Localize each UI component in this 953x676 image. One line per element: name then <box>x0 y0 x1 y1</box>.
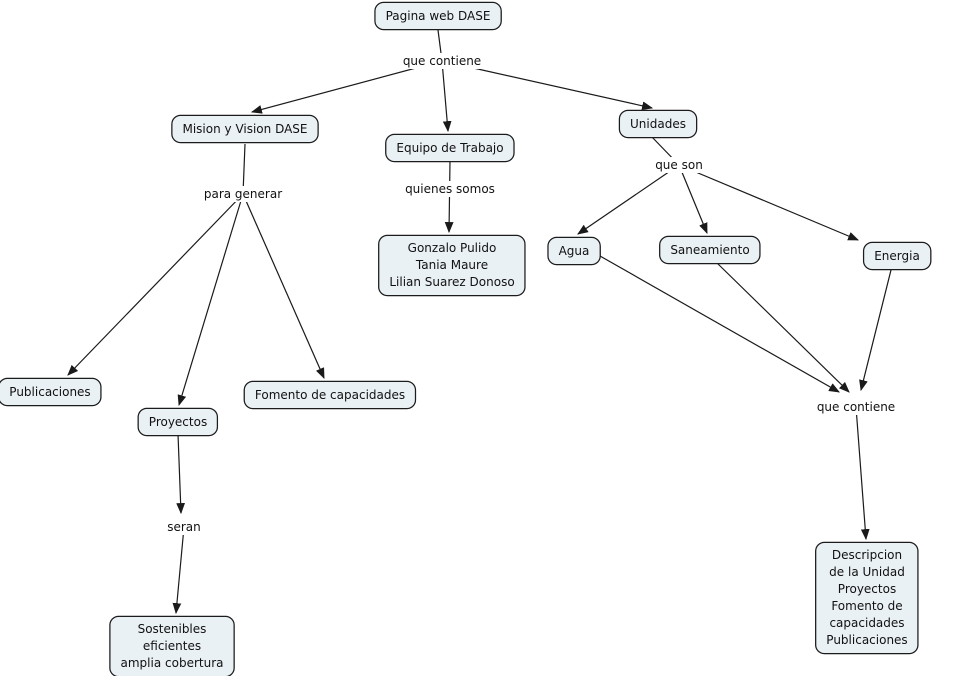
node-mision-y-vision-dase[interactable]: Mision y Vision DASE <box>171 115 319 143</box>
edge-mision-to-parageneral <box>242 143 246 195</box>
link-label-que-contiene-top[interactable]: que contiene <box>399 53 485 69</box>
node-publicaciones[interactable]: Publicaciones <box>0 378 102 406</box>
node-equipo-de-trabajo[interactable]: Equipo de Trabajo <box>385 134 515 162</box>
edge-queson-to-agua <box>577 164 680 235</box>
node-contenido-unidad[interactable]: Descripcion de la Unidad Proyectos Fomen… <box>815 542 919 654</box>
node-cualidades-proyectos[interactable]: Sostenibles eficientes amplia cobertura <box>109 616 235 676</box>
edge-quecontiene-to-equipo <box>441 60 452 133</box>
node-saneamiento[interactable]: Saneamiento <box>659 236 761 264</box>
link-label-seran[interactable]: seran <box>164 519 204 535</box>
link-label-para-generar[interactable]: para generar <box>200 186 286 202</box>
edge-proyectos-to-seran <box>176 433 186 515</box>
node-proyectos[interactable]: Proyectos <box>137 408 219 436</box>
node-equipo-miembros[interactable]: Gonzalo Pulido Tania Maure Lilian Suarez… <box>378 235 526 296</box>
edge-queson-to-saneamiento <box>678 164 708 235</box>
edge-saneamiento-to-quecontiene2 <box>715 261 850 393</box>
link-label-quienes-somos[interactable]: quienes somos <box>402 181 498 197</box>
edge-parageneral-to-proyectos <box>177 193 244 407</box>
edge-queson-to-energia <box>678 164 860 241</box>
link-label-que-contiene-right[interactable]: que contiene <box>813 399 899 415</box>
node-agua[interactable]: Agua <box>547 237 601 265</box>
node-fomento-de-capacidades[interactable]: Fomento de capacidades <box>243 381 417 409</box>
node-pagina-web-dase[interactable]: Pagina web DASE <box>374 2 502 30</box>
edge-quecontiene-to-mision <box>250 60 443 114</box>
edge-agua-to-quecontiene2 <box>599 255 840 393</box>
node-unidades[interactable]: Unidades <box>619 110 697 138</box>
link-label-que-son[interactable]: que son <box>652 157 706 173</box>
edge-quecontiene2-to-contenido <box>855 406 870 541</box>
edge-parageneral-to-fomento <box>242 193 325 380</box>
node-energia[interactable]: Energia <box>863 242 931 270</box>
edge-seran-to-cualidades <box>172 526 185 615</box>
edge-energia-to-quecontiene2 <box>859 269 892 392</box>
edge-parageneral-to-publicaciones <box>67 193 244 376</box>
